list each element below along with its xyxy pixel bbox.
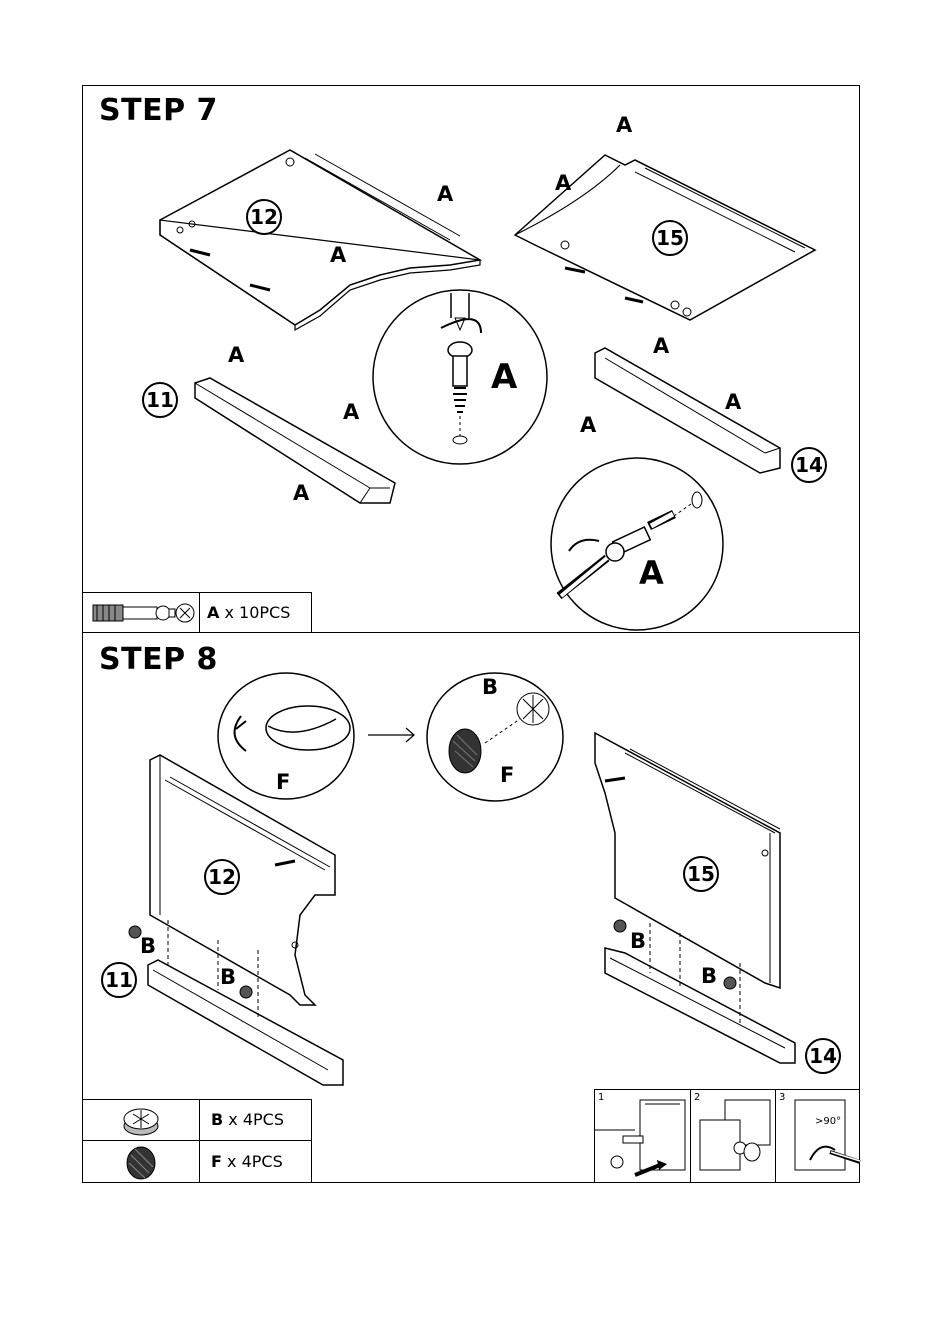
legend-divider xyxy=(199,1100,200,1182)
part-12-label: 12 xyxy=(246,199,282,235)
callout-b: B xyxy=(630,929,646,953)
callout-a: A xyxy=(580,413,596,437)
step7-legend: A x 10PCS xyxy=(82,592,312,633)
callout-a: A xyxy=(725,390,741,414)
legend-a-qty: x 10PCS xyxy=(219,603,290,622)
callout-b: B xyxy=(482,675,498,699)
callout-a: A xyxy=(437,182,453,206)
legend-f-label: F x 4PCS xyxy=(211,1152,283,1171)
callout-a: A xyxy=(228,343,244,367)
inset-2-drawing xyxy=(690,1090,775,1184)
callout-a-large: A xyxy=(491,357,518,397)
cam-lock-icon xyxy=(121,1104,161,1138)
callout-b: B xyxy=(701,964,717,988)
callout-f: F xyxy=(500,763,514,787)
legend-b-qty: x 4PCS xyxy=(223,1110,284,1129)
callout-a-large: A xyxy=(639,554,664,592)
callout-b: B xyxy=(140,934,156,958)
step8-legend: B x 4PCS F x 4PCS xyxy=(82,1099,312,1183)
part-11-label: 11 xyxy=(101,962,137,998)
rail-11-bottom-drawing xyxy=(148,960,348,1090)
arrow-right-icon xyxy=(368,725,418,745)
cam-bolt-insert-detail-circle: A xyxy=(549,456,725,632)
callout-b: B xyxy=(220,965,236,989)
cam-lock-inset: 1 2 3 >90° xyxy=(594,1089,860,1183)
inset-3-drawing xyxy=(775,1090,861,1184)
legend-a-label: A x 10PCS xyxy=(207,603,290,622)
part-15-label: 15 xyxy=(683,856,719,892)
callout-a: A xyxy=(330,243,346,267)
part-11-label: 11 xyxy=(142,382,178,418)
part-14-label: 14 xyxy=(791,447,827,483)
inset-1-drawing xyxy=(595,1090,690,1184)
legend-b-letter: B xyxy=(211,1110,223,1129)
inset-angle-label: >90° xyxy=(815,1116,841,1127)
legend-f-letter: F xyxy=(211,1152,222,1171)
part-12-label: 12 xyxy=(204,859,240,895)
cover-cap-icon xyxy=(123,1145,159,1181)
step8-title: STEP 8 xyxy=(99,642,218,677)
callout-a: A xyxy=(555,171,571,195)
callout-a: A xyxy=(343,400,359,424)
step7-title: STEP 7 xyxy=(99,93,218,128)
callout-a: A xyxy=(616,113,632,137)
legend-b-label: B x 4PCS xyxy=(211,1110,284,1129)
cam-bolt-icon xyxy=(91,601,195,625)
callout-a: A xyxy=(293,481,309,505)
legend-a-letter: A xyxy=(207,603,219,622)
legend-divider xyxy=(199,593,200,632)
legend-row-divider xyxy=(83,1140,311,1141)
callout-a: A xyxy=(653,334,669,358)
part-14-label: 14 xyxy=(805,1038,841,1074)
rail-14-bottom-drawing xyxy=(600,948,800,1068)
legend-f-qty: x 4PCS xyxy=(222,1152,283,1171)
part-15-label: 15 xyxy=(652,220,688,256)
